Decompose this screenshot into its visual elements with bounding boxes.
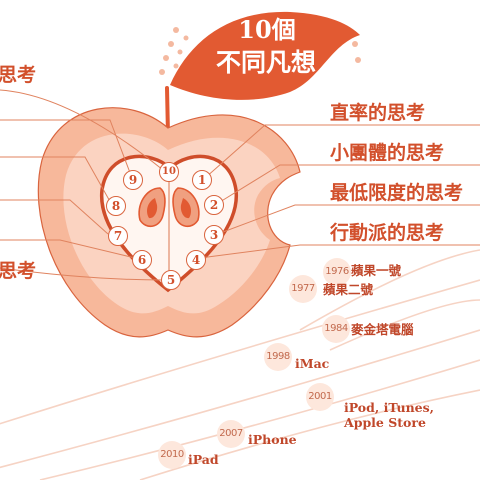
right-label-3: 最低限度的思考	[330, 182, 464, 204]
heart-number-5: 5	[161, 270, 181, 290]
right-label-4: 行動派的思考	[330, 222, 445, 244]
leaf-shape	[170, 11, 360, 100]
orbit-lines	[0, 249, 480, 480]
heart-number-3: 3	[204, 225, 224, 245]
timeline-product: iPad	[188, 452, 219, 467]
heart-number-9: 9	[123, 170, 143, 190]
timeline-year-2001: 2001	[306, 383, 334, 411]
left-label-1: 思考	[0, 64, 37, 86]
heart-number-8: 8	[106, 196, 126, 216]
leader-lines	[0, 89, 480, 281]
seeds	[138, 187, 200, 228]
timeline-product: 蘋果二號	[323, 282, 374, 297]
timeline-product: iPod, iTunes, Apple Store	[344, 400, 435, 430]
timeline-year-2010: 2010	[158, 441, 186, 469]
heart-number-1: 1	[192, 170, 212, 190]
right-label-2: 小團體的思考	[330, 142, 445, 164]
timeline-year-2007: 2007	[217, 420, 245, 448]
timeline-year-1976: 1976	[323, 258, 351, 286]
timeline-product: 麥金塔電腦	[351, 322, 414, 337]
right-label-1: 直率的思考	[330, 102, 426, 124]
leaf-title-line1: 10個	[238, 15, 296, 44]
timeline-product: iPhone	[248, 432, 297, 447]
timeline-year-1984: 1984	[322, 315, 350, 343]
heart-number-10: 10	[159, 162, 179, 182]
heart-number-4: 4	[186, 250, 206, 270]
timeline-year-1977: 1977	[289, 275, 317, 303]
heart-number-6: 6	[132, 250, 152, 270]
timeline-product: iMac	[295, 356, 330, 371]
timeline-product: 蘋果一號	[351, 263, 402, 278]
heart-number-2: 2	[204, 195, 224, 215]
timeline-year-1998: 1998	[264, 343, 292, 371]
leaf-title-line2: 不同凡想	[215, 48, 316, 77]
heart-number-7: 7	[108, 226, 128, 246]
left-label-2: 思考	[0, 260, 37, 282]
